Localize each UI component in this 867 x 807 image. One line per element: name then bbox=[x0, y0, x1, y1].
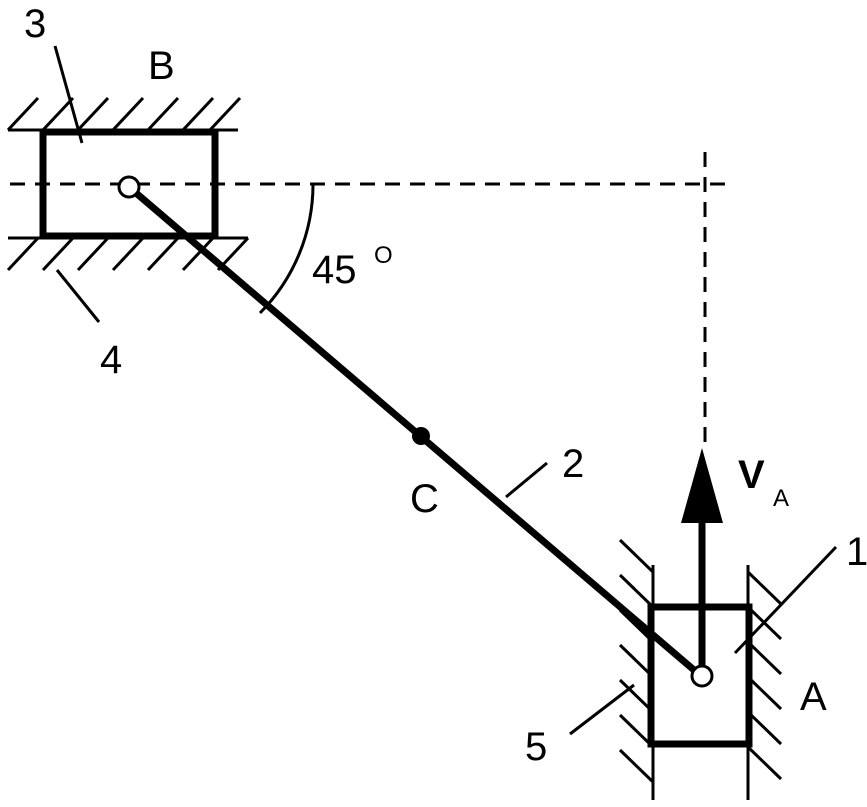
leader-1 bbox=[733, 545, 838, 655]
label-c: C bbox=[410, 477, 439, 521]
leader-lines bbox=[53, 45, 838, 736]
angle-arc bbox=[258, 183, 315, 315]
pin-joint-a bbox=[690, 664, 714, 688]
label-4: 4 bbox=[100, 338, 122, 382]
label-1: 1 bbox=[846, 530, 867, 574]
lower-guide-right-hatch bbox=[746, 565, 783, 800]
leader-2 bbox=[505, 461, 548, 499]
velocity-arrow-head bbox=[681, 448, 723, 523]
point-c-dot bbox=[412, 427, 430, 445]
label-5: 5 bbox=[525, 725, 547, 769]
upper-guide-top-hatch bbox=[6, 96, 242, 132]
leader-3 bbox=[53, 45, 84, 144]
label-2: 2 bbox=[562, 442, 584, 486]
leader-4 bbox=[55, 269, 101, 323]
velocity-label: V bbox=[738, 453, 765, 497]
angle-degree-mark: O bbox=[374, 242, 393, 269]
pin-joint-b bbox=[117, 175, 141, 199]
velocity-subscript: A bbox=[773, 485, 789, 512]
angle-value: 45 bbox=[312, 248, 357, 292]
label-b: B bbox=[148, 44, 175, 88]
leader-5 bbox=[569, 683, 635, 736]
label-3: 3 bbox=[24, 2, 46, 46]
label-a: A bbox=[800, 675, 827, 719]
